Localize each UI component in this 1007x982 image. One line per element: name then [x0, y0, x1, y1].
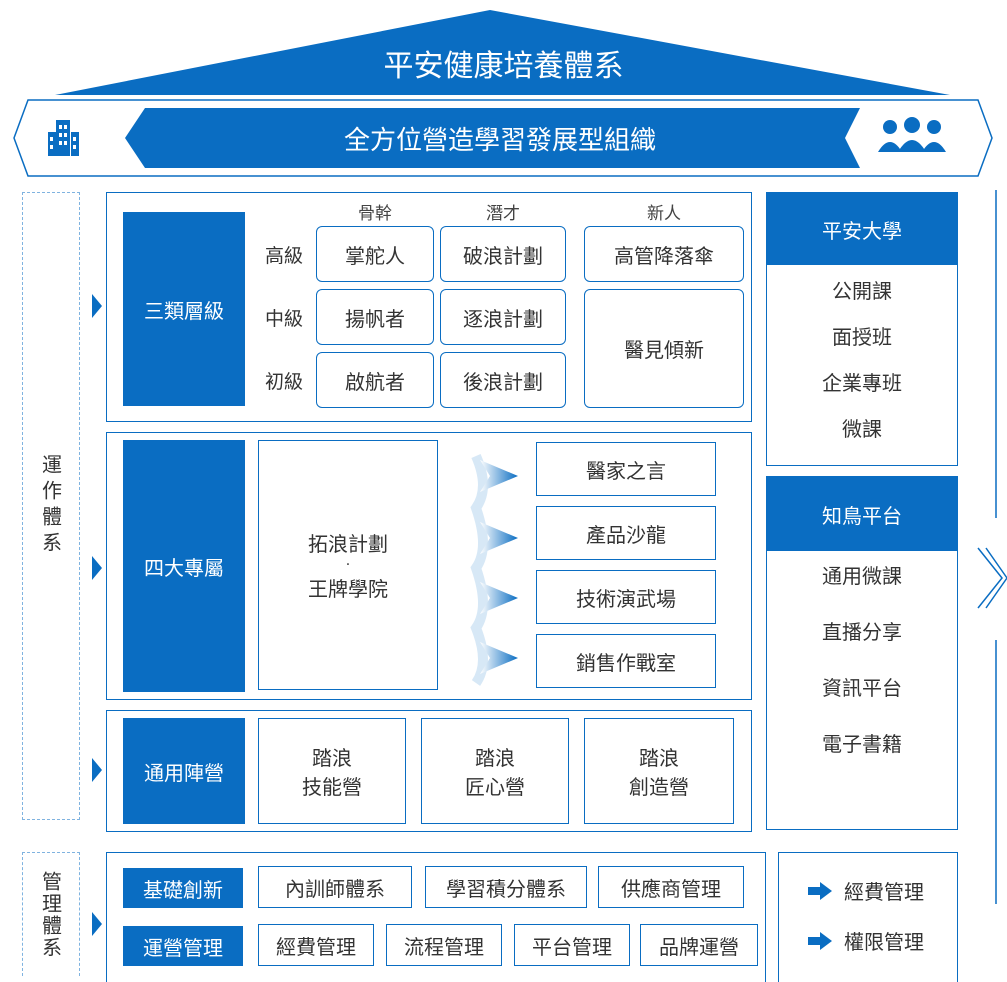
- camp-line1: 踏浪: [312, 746, 352, 770]
- special-label: 四大專屬: [123, 440, 245, 692]
- arrow-icon: [92, 758, 102, 782]
- camp-line1: 踏浪: [639, 746, 679, 770]
- platform-item: 資訊平台: [822, 676, 902, 700]
- university-item: 微課: [842, 417, 882, 441]
- column-header: 新人: [647, 203, 681, 224]
- program-dot: ·: [345, 557, 351, 573]
- level-label: 初級: [264, 370, 303, 393]
- operation-label: 運作體系: [38, 454, 63, 558]
- tier-cell: 揚帆者: [316, 289, 434, 345]
- special-item: 醫家之言: [536, 442, 716, 496]
- general-label: 通用陣營: [123, 718, 245, 824]
- camp-box: 踏浪 匠心營: [421, 718, 569, 824]
- camp-line1: 踏浪: [475, 746, 515, 770]
- program-title: 拓浪計劃: [308, 532, 388, 556]
- camp-box: 踏浪 創造營: [584, 718, 734, 824]
- management-side-item: 權限管理: [808, 926, 924, 955]
- management-side-panel: [778, 852, 958, 982]
- management-item: 平台管理: [514, 924, 630, 966]
- camp-line2: 技能營: [302, 775, 362, 799]
- right-arrow-icon: [808, 931, 832, 950]
- management-side-label: 經費管理: [844, 880, 924, 904]
- program-subtitle: 王牌學院: [308, 577, 388, 601]
- camp-box: 踏浪 技能營: [258, 718, 406, 824]
- right-arrow-icon: [808, 881, 832, 900]
- arrow-icon: [92, 294, 102, 318]
- tier-cell: 破浪計劃: [440, 226, 566, 282]
- tier-cell: 後浪計劃: [440, 352, 566, 408]
- management-item: 流程管理: [386, 924, 502, 966]
- tier-cell: 醫見傾新: [584, 289, 744, 408]
- university-item: 面授班: [832, 325, 892, 349]
- arrow-icon: [92, 912, 102, 936]
- tier-cell: 掌舵人: [316, 226, 434, 282]
- special-item: 產品沙龍: [536, 506, 716, 560]
- tiers-label: 三類層級: [123, 212, 245, 406]
- tier-cell: 高管降落傘: [584, 226, 744, 282]
- management-item: 供應商管理: [598, 866, 744, 908]
- camp-line2: 創造營: [629, 775, 689, 799]
- management-item: 品牌運營: [640, 924, 758, 966]
- level-label: 高級: [264, 244, 303, 267]
- platform-item: 電子書籍: [822, 732, 902, 756]
- tier-cell: 逐浪計劃: [440, 289, 566, 345]
- roof-title: 平安健康培養體系: [383, 49, 624, 84]
- university-item: 公開課: [832, 279, 892, 303]
- management-item: 內訓師體系: [258, 866, 412, 908]
- special-item: 銷售作戰室: [536, 634, 716, 688]
- management-label: 管理體系: [38, 870, 63, 959]
- management-item: 經費管理: [258, 924, 374, 966]
- banner-shape: [13, 99, 993, 177]
- column-header: 骨幹: [358, 203, 392, 224]
- university-list: 公開課 面授班 企業專班 微課: [767, 275, 957, 442]
- people-icon: [878, 117, 946, 152]
- arrow-icon: [92, 556, 102, 580]
- roof-shape: [55, 10, 950, 95]
- management-side-label: 權限管理: [844, 930, 924, 954]
- university-title: 平安大學: [767, 193, 957, 265]
- platform-title: 知鳥平台: [767, 477, 957, 551]
- level-label: 中級: [264, 307, 303, 330]
- special-item: 技術演武場: [536, 570, 716, 624]
- management-side-item: 經費管理: [808, 876, 924, 905]
- management-label-box: 管理體系: [22, 852, 80, 976]
- column-header: 潛才: [486, 203, 520, 224]
- wave-arrows-icon: [470, 453, 518, 686]
- platform-item: 通用微課: [822, 564, 902, 588]
- management-row-label: 基礎創新: [123, 868, 243, 908]
- right-connector: [977, 190, 1007, 904]
- university-item: 企業專班: [822, 371, 902, 395]
- platform-list: 通用微課 直播分享 資訊平台 電子書籍: [767, 560, 957, 757]
- platform-item: 直播分享: [822, 620, 902, 644]
- banner-title: 全方位營造學習發展型組織: [343, 125, 656, 156]
- building-icon: [48, 120, 79, 156]
- tier-cell: 啟航者: [316, 352, 434, 408]
- management-item: 學習積分體系: [425, 866, 587, 908]
- management-row-label: 運營管理: [123, 926, 243, 966]
- camp-line2: 匠心營: [465, 775, 525, 799]
- program-box: 拓浪計劃 · 王牌學院: [258, 440, 438, 690]
- operation-label-box: 運作體系: [22, 192, 80, 820]
